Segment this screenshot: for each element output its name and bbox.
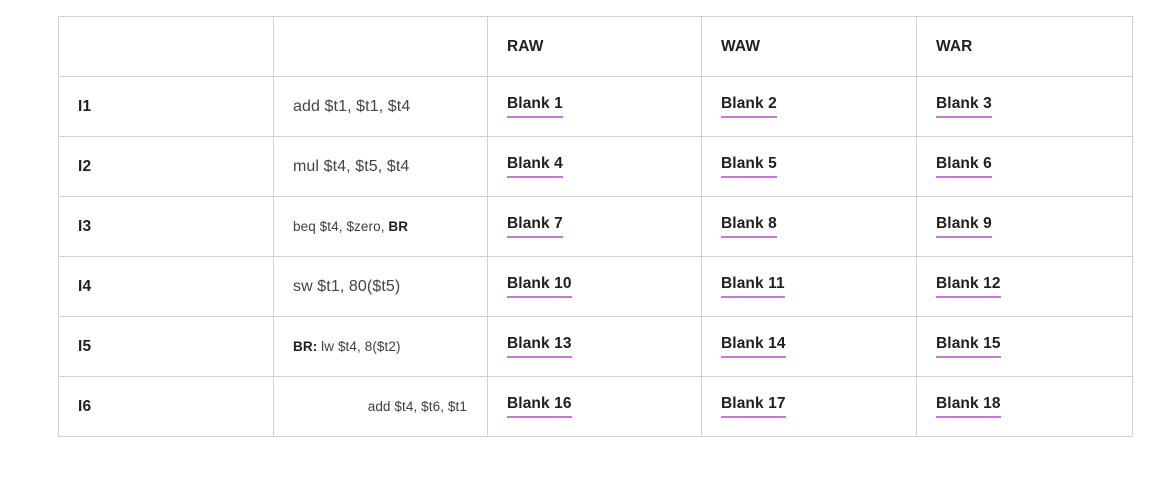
- instruction-cell: beq $t4, $zero, BR: [273, 196, 488, 257]
- instruction-mnemonic: add $t4, $t6, $t1: [367, 399, 467, 414]
- instruction-number-label: I5: [78, 337, 92, 355]
- instruction-number-cell: I6: [58, 376, 274, 437]
- instruction-number-label: I1: [78, 97, 92, 115]
- instruction-cell: mul $t4, $t5, $t4: [273, 136, 488, 197]
- hazard-cell-raw[interactable]: Blank 1: [487, 76, 702, 137]
- instruction-number-cell: I4: [58, 256, 274, 317]
- hazard-cell-raw[interactable]: Blank 4: [487, 136, 702, 197]
- instruction-mnemonic: sw $t1, 80($t5): [293, 277, 401, 295]
- hazard-cell-raw[interactable]: Blank 13: [487, 316, 702, 377]
- header-row: RAW WAW WAR: [58, 16, 1133, 77]
- hazard-table-container: RAW WAW WAR I1 add $t1, $t1, $t4 Blank 1 Bl…: [58, 16, 1133, 437]
- header-cell-raw: RAW: [487, 16, 702, 77]
- instruction-number-cell: I2: [58, 136, 274, 197]
- table-body: I1 add $t1, $t1, $t4 Blank 1 Blank 2 Blank 3…: [58, 76, 1133, 437]
- instruction-number-label: I3: [78, 217, 92, 235]
- blank-field-waw[interactable]: Blank 8: [721, 215, 777, 238]
- instruction-text: add $t1, $t1, $t4: [293, 98, 410, 115]
- instruction-number-cell: I3: [58, 196, 274, 257]
- instruction-number-cell: I5: [58, 316, 274, 377]
- hazard-table: RAW WAW WAR I1 add $t1, $t1, $t4 Blank 1 Bl…: [58, 16, 1133, 437]
- header-cell-war: WAR: [916, 16, 1133, 77]
- hazard-cell-raw[interactable]: Blank 10: [487, 256, 702, 317]
- instruction-cell: add $t4, $t6, $t1: [273, 376, 488, 437]
- hazard-cell-waw[interactable]: Blank 17: [701, 376, 917, 437]
- blank-field-waw[interactable]: Blank 5: [721, 155, 777, 178]
- blank-field-raw[interactable]: Blank 1: [507, 95, 563, 118]
- blank-field-war[interactable]: Blank 15: [936, 335, 1001, 358]
- hazard-cell-waw[interactable]: Blank 11: [701, 256, 917, 317]
- instruction-text: mul $t4, $t5, $t4: [293, 158, 409, 175]
- hazard-cell-war[interactable]: Blank 15: [916, 316, 1133, 377]
- header-cell-waw: WAW: [701, 16, 917, 77]
- hazard-cell-waw[interactable]: Blank 5: [701, 136, 917, 197]
- hazard-cell-war[interactable]: Blank 18: [916, 376, 1133, 437]
- hazard-cell-war[interactable]: Blank 12: [916, 256, 1133, 317]
- table-row: I4 sw $t1, 80($t5) Blank 10 Blank 11 Blank 1…: [58, 256, 1133, 317]
- hazard-cell-war[interactable]: Blank 3: [916, 76, 1133, 137]
- instruction-number-label: I2: [78, 157, 92, 175]
- instruction-mnemonic: mul $t4, $t5, $t4: [293, 157, 410, 175]
- hazard-cell-waw[interactable]: Blank 14: [701, 316, 917, 377]
- table-row: I6 add $t4, $t6, $t1 Blank 16 Blank 17 Blank…: [58, 376, 1133, 437]
- blank-field-war[interactable]: Blank 6: [936, 155, 992, 178]
- blank-field-waw[interactable]: Blank 17: [721, 395, 786, 418]
- blank-field-war[interactable]: Blank 18: [936, 395, 1001, 418]
- blank-field-waw[interactable]: Blank 11: [721, 275, 785, 298]
- blank-field-waw[interactable]: Blank 14: [721, 335, 786, 358]
- header-cell-instruction: [273, 16, 488, 77]
- instruction-mnemonic: lw $t4, 8($t2): [317, 338, 401, 354]
- instruction-text: sw $t1, 80($t5): [293, 278, 400, 295]
- instruction-number-cell: I1: [58, 76, 274, 137]
- blank-field-war[interactable]: Blank 9: [936, 215, 992, 238]
- blank-field-raw[interactable]: Blank 13: [507, 335, 572, 358]
- blank-field-raw[interactable]: Blank 4: [507, 155, 563, 178]
- branch-target-label: BR: [388, 218, 409, 234]
- blank-field-raw[interactable]: Blank 16: [507, 395, 572, 418]
- hazard-cell-raw[interactable]: Blank 7: [487, 196, 702, 257]
- hazard-cell-war[interactable]: Blank 9: [916, 196, 1133, 257]
- hazard-cell-waw[interactable]: Blank 2: [701, 76, 917, 137]
- instruction-text: beq $t4, $zero, BR: [293, 219, 408, 234]
- instruction-number-label: I6: [78, 397, 92, 415]
- instruction-cell: BR: lw $t4, 8($t2): [273, 316, 488, 377]
- instruction-cell: sw $t1, 80($t5): [273, 256, 488, 317]
- hazard-cell-war[interactable]: Blank 6: [916, 136, 1133, 197]
- table-header: RAW WAW WAR: [58, 16, 1133, 77]
- instruction-text: add $t4, $t6, $t1: [274, 399, 487, 414]
- hazard-cell-waw[interactable]: Blank 8: [701, 196, 917, 257]
- table-row: I2 mul $t4, $t5, $t4 Blank 4 Blank 5 Blank 6: [58, 136, 1133, 197]
- blank-field-war[interactable]: Blank 12: [936, 275, 1001, 298]
- branch-label-prefix: BR:: [293, 338, 318, 354]
- instruction-mnemonic: add $t1, $t1, $t4: [293, 97, 411, 115]
- header-cell-instruction-number: [58, 16, 274, 77]
- table-row: I5 BR: lw $t4, 8($t2) Blank 13 Blank 14 Blan…: [58, 316, 1133, 377]
- instruction-number-label: I4: [78, 277, 92, 295]
- table-row: I3 beq $t4, $zero, BR Blank 7 Blank 8 Blank …: [58, 196, 1133, 257]
- instruction-cell: add $t1, $t1, $t4: [273, 76, 488, 137]
- table-row: I1 add $t1, $t1, $t4 Blank 1 Blank 2 Blank 3: [58, 76, 1133, 137]
- blank-field-raw[interactable]: Blank 7: [507, 215, 563, 238]
- hazard-cell-raw[interactable]: Blank 16: [487, 376, 702, 437]
- blank-field-raw[interactable]: Blank 10: [507, 275, 572, 298]
- blank-field-war[interactable]: Blank 3: [936, 95, 992, 118]
- blank-field-waw[interactable]: Blank 2: [721, 95, 777, 118]
- instruction-mnemonic: beq $t4, $zero,: [293, 218, 389, 234]
- instruction-text: BR: lw $t4, 8($t2): [293, 339, 401, 354]
